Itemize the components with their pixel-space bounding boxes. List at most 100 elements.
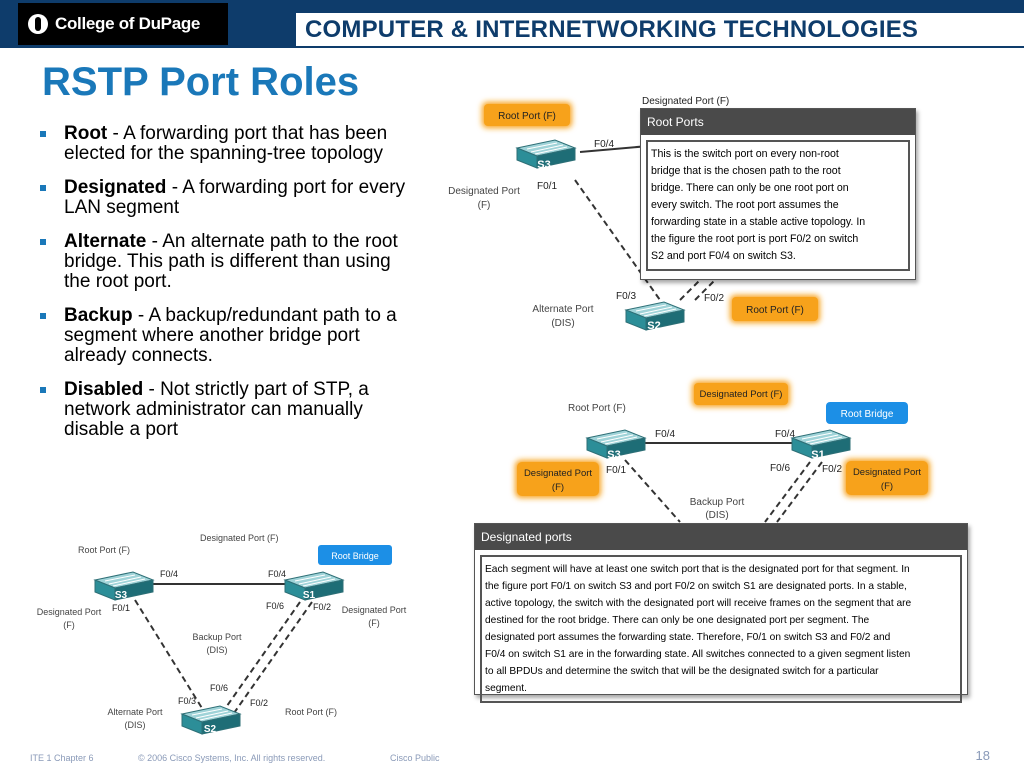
switch-label: S3	[115, 590, 128, 601]
popup-line: every switch. The root port assumes the	[651, 199, 839, 211]
root-port-text: Root Port (F)	[498, 111, 556, 122]
root-port-text: Root Port (F)	[568, 403, 626, 414]
bullet-desc: - An alternate path to the root bridge. …	[64, 231, 398, 292]
bullet-term: Backup	[64, 305, 133, 326]
link-s1-segment	[764, 461, 811, 523]
designated-ports-popup: Designated ports Each segment will have …	[474, 523, 968, 703]
port-label: F0/2	[313, 602, 331, 612]
alternate-port-state: (DIS)	[551, 318, 574, 329]
designated-port-text: Designated Port (F)	[700, 389, 783, 400]
popup-line: bridge that is the chosen path to the ro…	[651, 165, 841, 177]
designated-port-text: Designated Port	[853, 467, 921, 478]
popup-title: Designated ports	[475, 524, 967, 550]
slide-title: RSTP Port Roles	[42, 60, 360, 104]
designated-port-text: Designated Port	[524, 468, 592, 479]
popup-body: This is the switch port on every non-roo…	[646, 140, 910, 271]
port-label: F0/1	[112, 603, 130, 613]
designated-port-text: Designated Port (F)	[200, 533, 279, 543]
switch-label: S2	[204, 724, 217, 735]
bullet-desc: - A forwarding port that has been electe…	[64, 123, 388, 164]
bullet-designated: Designated - A forwarding port for every…	[40, 178, 422, 218]
bullet-disabled: Disabled - Not strictly part of STP, a n…	[40, 380, 422, 440]
root-bridge-label	[318, 545, 392, 565]
designated-port-state: (F)	[368, 618, 380, 628]
root-bridge-text: Root Bridge	[331, 551, 379, 561]
link-s3-segment	[624, 459, 681, 523]
root-ports-popup: Root Ports This is the switch port on ev…	[640, 108, 916, 280]
alternate-port-text: Alternate Port	[107, 707, 163, 717]
popup-body: Each segment will have at least one swit…	[480, 555, 962, 703]
link-s1-s2	[221, 601, 301, 714]
popup-line: Each segment will have at least one swit…	[485, 564, 910, 575]
designated-port-state: (F)	[478, 200, 491, 211]
root-port-label	[484, 104, 570, 126]
link-s3-s2	[574, 179, 661, 301]
popup-line: forwarding state in a stable active topo…	[651, 216, 866, 228]
designated-port-text: Designated Port	[448, 186, 520, 197]
designated-port-label	[694, 383, 788, 405]
designated-port-state: (F)	[552, 482, 564, 493]
popup-line: the figure the root port is port F0/2 on…	[651, 233, 859, 245]
bullet-desc: - A forwarding port for every LAN segmen…	[64, 177, 406, 218]
root-port-label	[732, 297, 818, 321]
footer-chapter: ITE 1 Chapter 6	[30, 753, 94, 763]
bullet-term: Designated	[64, 177, 167, 198]
port-label: F0/6	[770, 463, 790, 474]
popup-line: bridge. There can only be one root port …	[651, 182, 849, 194]
port-label: F0/4	[160, 569, 178, 579]
bullet-desc: - A backup/redundant path to a segment w…	[64, 305, 397, 366]
designated-port-state: (F)	[881, 481, 893, 492]
alternate-port-state: (DIS)	[125, 720, 146, 730]
port-label: F0/4	[268, 569, 286, 579]
link-s1-segment	[776, 461, 823, 523]
popup-line: F0/4 on switch S1 are in the forwarding …	[485, 649, 911, 660]
port-label: F0/4	[594, 139, 614, 150]
popup-line: the figure port F0/1 on switch S3 and po…	[485, 581, 907, 592]
program-banner-text: COMPUTER & INTERNETWORKING TECHNOLOGIES	[305, 15, 919, 43]
bullet-term: Disabled	[64, 379, 144, 400]
header-bar: College of DuPage COMPUTER & INTERNETWOR…	[0, 0, 1024, 48]
popup-line: This is the switch port on every non-roo…	[651, 148, 839, 160]
port-label: F0/4	[655, 429, 675, 440]
bullet-desc: - Not strictly part of STP, a network ad…	[64, 379, 369, 440]
bullet-backup: Backup - A backup/redundant path to a se…	[40, 306, 422, 366]
footer-classification: Cisco Public	[390, 753, 440, 763]
port-label: F0/1	[537, 181, 557, 192]
diagram-root-ports: Root Port (F) Designated Port (F) S3 F0/…	[448, 96, 820, 332]
program-banner: COMPUTER & INTERNETWORKING TECHNOLOGIES	[296, 13, 1024, 46]
port-label: F0/2	[822, 464, 842, 475]
designated-port-text: Designated Port	[342, 605, 407, 615]
backup-port-state: (DIS)	[705, 510, 728, 521]
diagram-designated-ports: Designated Port (F) Root Port (F) Root B…	[515, 381, 930, 523]
port-label: F0/4	[775, 429, 795, 440]
backup-port-text: Backup Port	[690, 497, 745, 508]
popup-title: Root Ports	[641, 109, 915, 135]
root-port-text: Root Port (F)	[746, 305, 804, 316]
bullet-term: Alternate	[64, 231, 147, 252]
port-label: F0/2	[250, 698, 268, 708]
slide-number: 18	[975, 748, 990, 763]
designated-port-text: Designated Port (F)	[642, 96, 729, 107]
diagram-full-topology: Designated Port (F) Root Port (F) Root B…	[37, 533, 407, 735]
popup-line: S2 and port F0/4 on switch S3.	[651, 250, 796, 262]
popup-line: destined for the root bridge. There can …	[485, 615, 870, 626]
port-label: F0/1	[606, 465, 626, 476]
popup-line: segment.	[485, 683, 527, 694]
link-s3-s2	[134, 599, 206, 714]
port-label: F0/6	[210, 683, 228, 693]
port-label: F0/3	[616, 291, 636, 302]
designated-port-state: (F)	[63, 620, 75, 630]
college-logo: College of DuPage	[18, 3, 228, 45]
link-s1-s2	[233, 601, 313, 714]
root-bridge-text: Root Bridge	[841, 409, 894, 420]
root-port-text: Root Port (F)	[78, 545, 130, 555]
alternate-port-text: Alternate Port	[532, 304, 593, 315]
root-bridge-label	[826, 402, 908, 424]
bullet-term: Root	[64, 123, 108, 144]
bullet-alternate: Alternate - An alternate path to the roo…	[40, 232, 422, 292]
popup-line: to all BPDUs and determine the switch th…	[485, 666, 879, 677]
college-logo-icon	[28, 14, 48, 34]
college-logo-text: College of DuPage	[55, 14, 201, 33]
switch-label: S1	[303, 590, 316, 601]
